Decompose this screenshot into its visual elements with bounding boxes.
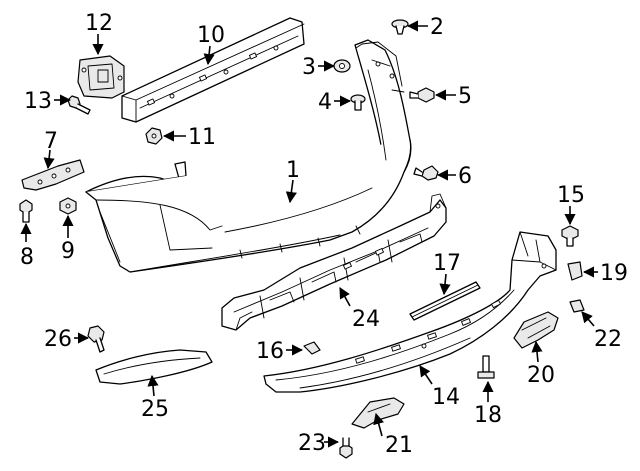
callout-14: 14 [432,385,460,410]
leader-25 [147,374,159,397]
callout-18: 18 [474,403,502,428]
side-bracket [21,159,85,191]
push-clip-2 [391,19,409,35]
leader-20 [531,340,543,363]
leader-10 [203,45,215,66]
bolt-18 [477,355,495,379]
bolt-26 [87,325,105,353]
leader-14 [419,365,433,385]
callout-12: 12 [85,11,113,36]
callout-6: 6 [458,164,472,189]
leader-17 [439,273,451,296]
molding-strip [409,281,481,321]
callout-8: 8 [20,245,34,270]
screw-6 [413,165,439,181]
clip-19 [567,261,583,281]
callout-23: 23 [298,431,326,456]
callout-26: 26 [44,327,72,352]
leader-22 [581,311,595,327]
callout-20: 20 [527,363,555,388]
callout-2: 2 [430,15,444,40]
energy-absorber [221,193,447,331]
impact-reinforcement-bar [121,17,305,123]
callout-7: 7 [44,129,58,154]
leader-7 [43,149,55,170]
bolt-9 [59,197,77,215]
callout-5: 5 [458,84,472,109]
callout-11: 11 [188,125,216,150]
callout-15: 15 [557,183,585,208]
reflector [95,349,213,385]
bolt-8 [19,199,33,223]
callout-16: 16 [256,339,284,364]
callout-labels: 1 2 3 4 5 6 7 8 9 10 11 12 13 14 15 16 1… [20,11,628,458]
lower-valance [263,231,557,393]
screw-15 [561,225,579,247]
leader-1 [285,179,297,204]
nut-11 [145,127,163,145]
screw-5 [409,87,435,103]
callout-4: 4 [318,90,332,115]
bolt-23 [339,437,353,459]
callout-9: 9 [61,239,75,264]
clip-22 [569,299,585,313]
callout-3: 3 [302,55,316,80]
leader-21 [373,412,385,437]
callout-22: 22 [594,327,622,352]
callout-10: 10 [197,23,225,48]
clip-16 [303,341,321,355]
bolt-13 [67,95,91,115]
clip-3 [333,59,351,73]
bracket [77,55,125,99]
callout-17: 17 [433,251,461,276]
callout-13: 13 [24,89,52,114]
plug-4 [350,94,366,111]
leader-24 [339,287,351,307]
callout-19: 19 [600,261,628,286]
bumper-cover [85,39,412,273]
leader-lines [20,20,598,448]
callout-24: 24 [352,307,380,332]
callout-21: 21 [385,433,413,458]
callout-1: 1 [286,158,300,183]
callout-25: 25 [141,397,169,422]
valance-bracket [513,311,559,349]
